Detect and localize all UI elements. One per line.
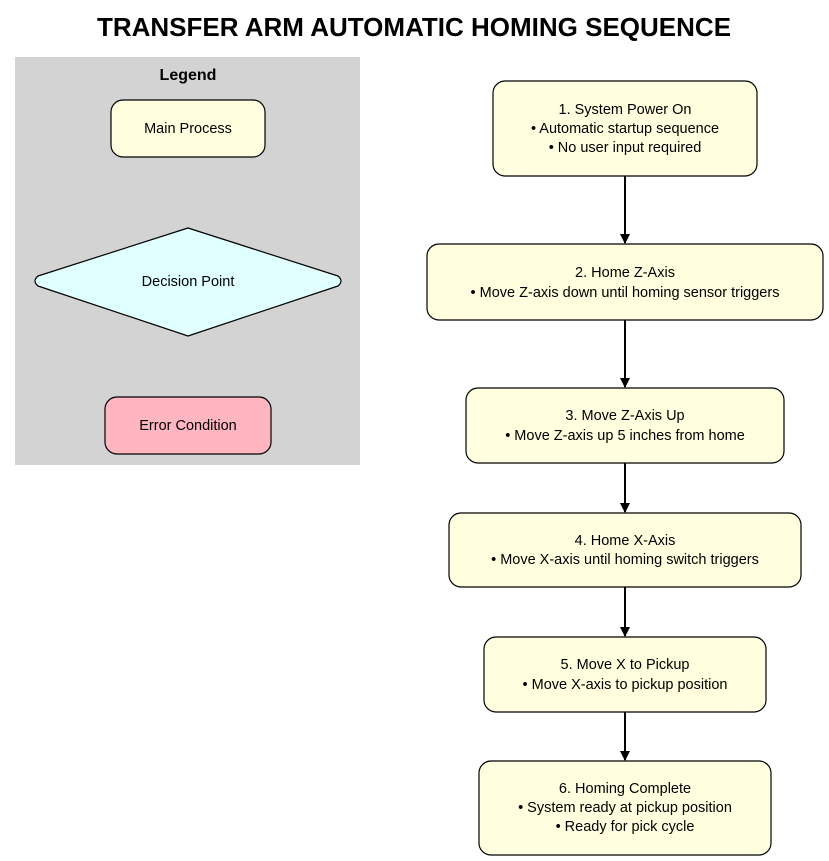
diagram-title: TRANSFER ARM AUTOMATIC HOMING SEQUENCE bbox=[97, 12, 731, 42]
step-2-heading: 2. Home Z-Axis bbox=[575, 265, 675, 281]
legend-decision-shape bbox=[34, 227, 342, 337]
legend-main-process-label: Main Process bbox=[144, 121, 232, 137]
legend-item-error-condition: Error Condition bbox=[104, 396, 272, 455]
step-2-bullet-1: • Move Z-axis down until homing sensor t… bbox=[471, 285, 780, 301]
legend-panel: Legend Main Process Decision Point Error… bbox=[15, 57, 360, 465]
step-6-bullet-2: • Ready for pick cycle bbox=[556, 819, 695, 835]
step-6-node: 6. Homing Complete • System ready at pic… bbox=[478, 760, 772, 856]
step-3-bullet-1: • Move Z-axis up 5 inches from home bbox=[505, 428, 745, 444]
step-5-heading: 5. Move X to Pickup bbox=[561, 657, 690, 673]
legend-main-process-shape bbox=[110, 99, 266, 158]
legend-title: Legend bbox=[160, 67, 217, 84]
step-5-bullet-1: • Move X-axis to pickup position bbox=[523, 677, 728, 693]
legend-error-shape bbox=[104, 396, 272, 455]
step-5-box bbox=[483, 636, 767, 713]
step-1-node: 1. System Power On • Automatic startup s… bbox=[492, 80, 758, 177]
legend-item-main-process: Main Process bbox=[110, 99, 266, 158]
step-6-bullet-1: • System ready at pickup position bbox=[518, 800, 732, 816]
step-3-box bbox=[465, 387, 785, 464]
step-1-box bbox=[492, 80, 758, 177]
legend-decision-label: Decision Point bbox=[142, 274, 235, 290]
step-3-node: 3. Move Z-Axis Up • Move Z-axis up 5 inc… bbox=[465, 387, 785, 464]
step-1-bullet-1: • Automatic startup sequence bbox=[531, 121, 719, 137]
step-4-bullet-1: • Move X-axis until homing switch trigge… bbox=[491, 552, 759, 568]
step-1-heading: 1. System Power On bbox=[559, 102, 692, 118]
legend-item-decision-point: Decision Point bbox=[34, 227, 342, 337]
step-3-heading: 3. Move Z-Axis Up bbox=[565, 408, 684, 424]
step-2-box bbox=[426, 243, 824, 321]
step-5-node: 5. Move X to Pickup • Move X-axis to pic… bbox=[483, 636, 767, 713]
step-4-node: 4. Home X-Axis • Move X-axis until homin… bbox=[448, 512, 802, 588]
legend-error-label: Error Condition bbox=[139, 418, 237, 434]
step-1-bullet-2: • No user input required bbox=[549, 140, 702, 156]
step-4-heading: 4. Home X-Axis bbox=[575, 533, 676, 549]
step-2-node: 2. Home Z-Axis • Move Z-axis down until … bbox=[426, 243, 824, 321]
step-6-box bbox=[478, 760, 772, 856]
step-6-heading: 6. Homing Complete bbox=[559, 781, 691, 797]
step-4-box bbox=[448, 512, 802, 588]
